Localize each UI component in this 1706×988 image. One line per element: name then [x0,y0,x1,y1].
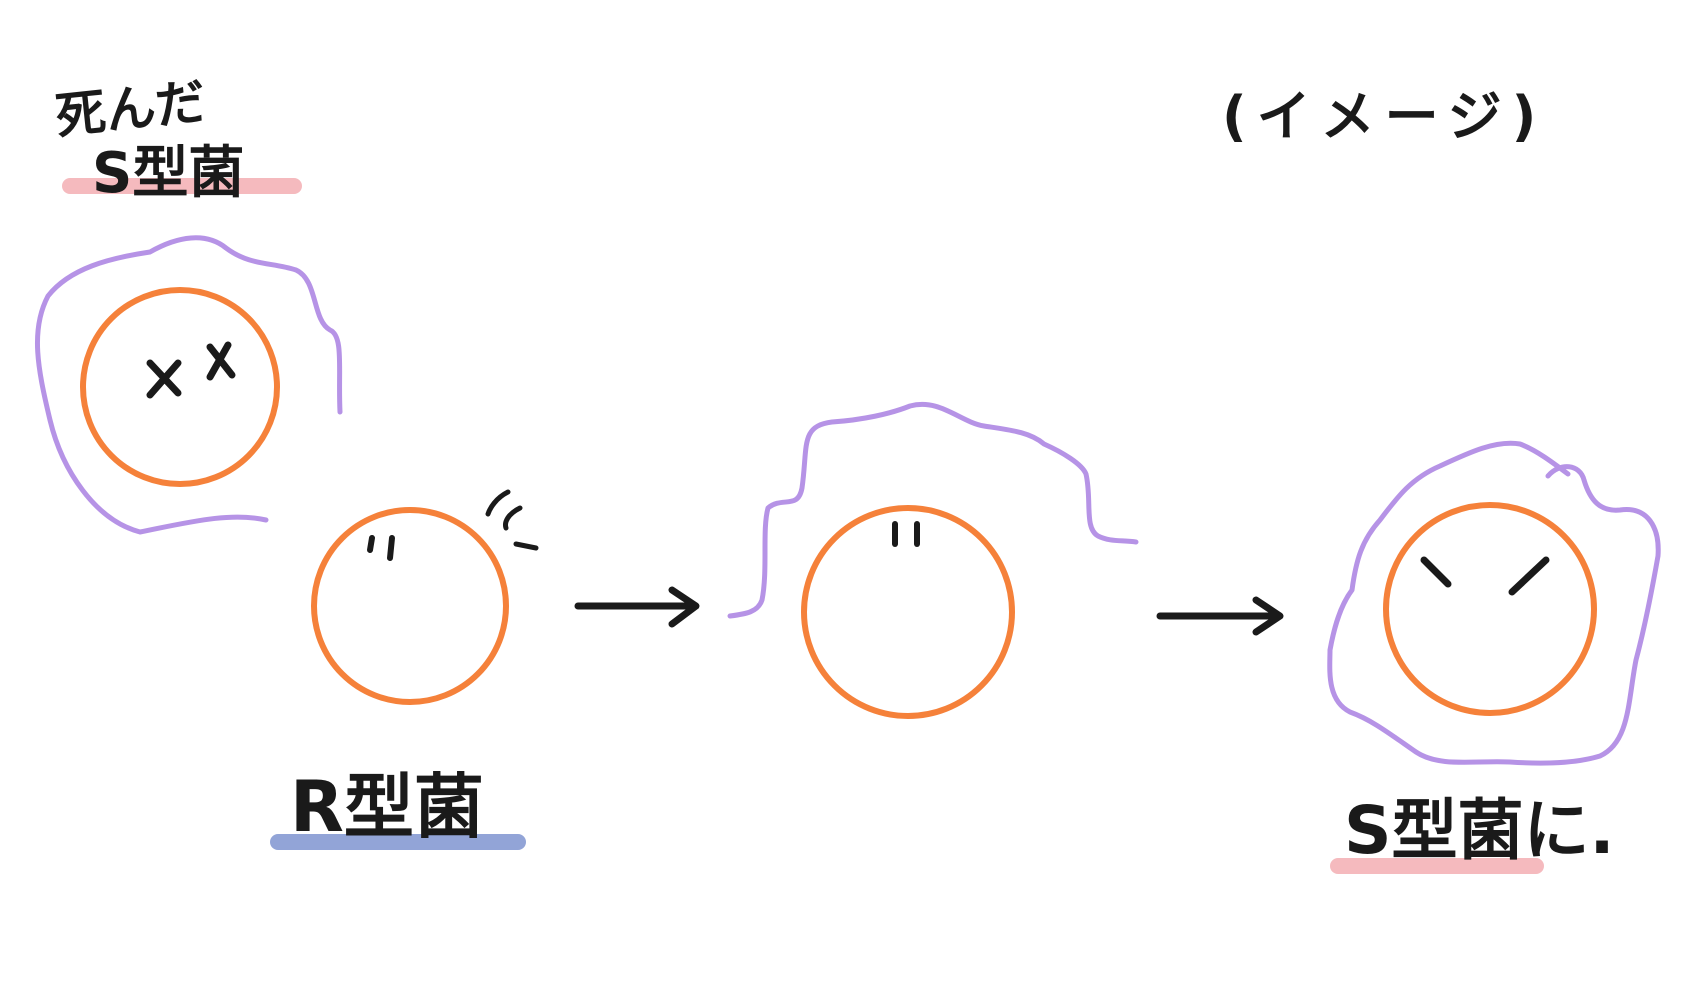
result-capsule [1327,440,1661,766]
middle-capsule [727,402,1139,619]
dead-s-cell [80,287,280,487]
middle-face [892,521,920,547]
result-face [1420,556,1550,596]
dead-s-capsule [34,235,343,535]
r-type-label: R型菌 [290,766,484,848]
dead-s-label-line2: S型菌 [92,141,245,206]
dead-s-label-line1: 死んだ [52,72,209,146]
arrow-right-icon [1156,596,1284,636]
dead-s-highlight [62,178,302,194]
arrow-right-icon [574,586,700,628]
s-result-label: S型菌に. [1344,792,1615,869]
s-result-highlight [1330,858,1544,874]
dead-s-face [146,341,236,399]
r-type-cell [311,507,509,705]
result-cell [1383,502,1597,716]
r-type-highlight [270,834,526,850]
middle-cell [801,505,1015,719]
image-note-label: (イメージ) [1222,85,1547,148]
r-type-motion-marks [485,489,539,551]
r-type-face [367,535,395,561]
